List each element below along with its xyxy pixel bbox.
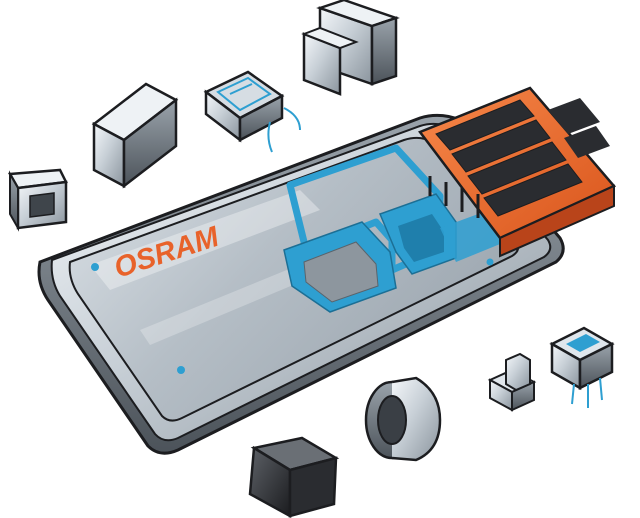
usb-connector-icon xyxy=(418,86,617,258)
component-block-icon xyxy=(7,168,68,232)
component-block-icon xyxy=(549,326,615,408)
ferrite-ring-icon xyxy=(364,376,442,462)
component-block-icon xyxy=(301,0,400,96)
component-block-icon xyxy=(248,436,340,518)
component-block-icon xyxy=(487,352,537,412)
component-block-icon xyxy=(203,70,301,153)
component-block-icon xyxy=(91,82,179,189)
